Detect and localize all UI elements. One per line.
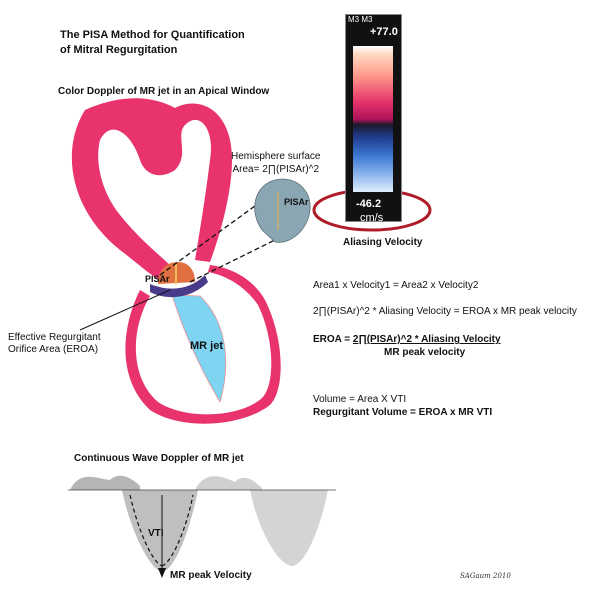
aliasing-velocity-label: Aliasing Velocity xyxy=(343,237,423,248)
cw-baseline-waves-2 xyxy=(195,476,262,490)
velocity-gradient xyxy=(353,46,393,192)
cw-baseline-waves xyxy=(70,475,140,490)
diagram-title: The PISA Method for Quantification of Mi… xyxy=(60,28,280,58)
equation-1: Area1 x Velocity1 = Area2 x Velocity2 xyxy=(313,280,479,291)
equation-3: EROA = 2∏(PISAr)^2 * Aliasing Velocity xyxy=(313,334,501,345)
left-ventricle-wall xyxy=(125,265,281,424)
color-doppler-label: Color Doppler of MR jet in an Apical Win… xyxy=(58,86,270,97)
title-line-1: The PISA Method for Quantification xyxy=(60,29,245,41)
equation-3-lhs: EROA = xyxy=(313,334,353,345)
zoom-line-upper xyxy=(159,194,271,276)
eroa-label-line-2: Orifice Area (EROA) xyxy=(8,344,99,355)
hemisphere-label-line-2: Area= 2∏(PISAr)^2 xyxy=(232,164,320,175)
vti-trace-right xyxy=(161,494,194,567)
zoom-line-lower xyxy=(189,234,286,283)
colorbar-max: +77.0 xyxy=(370,26,398,38)
vti-trace-left xyxy=(129,494,163,567)
equation-3-numerator: 2∏(PISAr)^2 * Aliasing Velocity xyxy=(352,334,501,345)
cw-envelope-1 xyxy=(122,490,198,572)
eroa-label-line-1: Effective Regurgitant xyxy=(8,332,101,343)
mitral-leaflet xyxy=(150,275,208,298)
left-atrium-wall xyxy=(71,98,232,280)
title-line-2: of Mitral Regurgitation xyxy=(60,44,178,56)
equation-3-denominator: MR peak velocity xyxy=(384,347,466,358)
eroa-label: Effective Regurgitant Orifice Area (EROA… xyxy=(8,332,101,356)
equation-2: 2∏(PISAr)^2 * Aliasing Velocity = EROA x… xyxy=(313,306,577,317)
eroa-pointer xyxy=(79,289,171,331)
author-signature: SAGaum 2010 xyxy=(460,572,511,580)
colorbar-min: -46.2 xyxy=(356,198,382,210)
enlarged-hemisphere xyxy=(254,178,311,243)
pisar-label: PISAr xyxy=(145,274,170,284)
enlarged-pisar-label: PISAr xyxy=(284,197,309,207)
peak-arrow-head xyxy=(158,568,166,578)
mr-jet xyxy=(171,294,227,404)
cw-envelope-2 xyxy=(250,490,328,566)
cw-doppler-label: Continuous Wave Doppler of MR jet xyxy=(74,453,244,464)
hemisphere-label-line-1: Hemisphere surface xyxy=(231,151,321,162)
equation-4: Volume = Area X VTI xyxy=(313,394,407,405)
mr-peak-velocity-label: MR peak Velocity xyxy=(170,570,252,581)
colorbar-header: M3 M3 xyxy=(348,15,373,24)
equation-5: Regurgitant Volume = EROA x MR VTI xyxy=(313,407,493,418)
mr-jet-label: MR jet xyxy=(190,340,223,352)
vti-label: VTI xyxy=(148,528,164,539)
hemisphere-label: Hemisphere surface Area= 2∏(PISAr)^2 xyxy=(231,150,320,176)
colorbar-unit: cm/s xyxy=(360,212,384,224)
